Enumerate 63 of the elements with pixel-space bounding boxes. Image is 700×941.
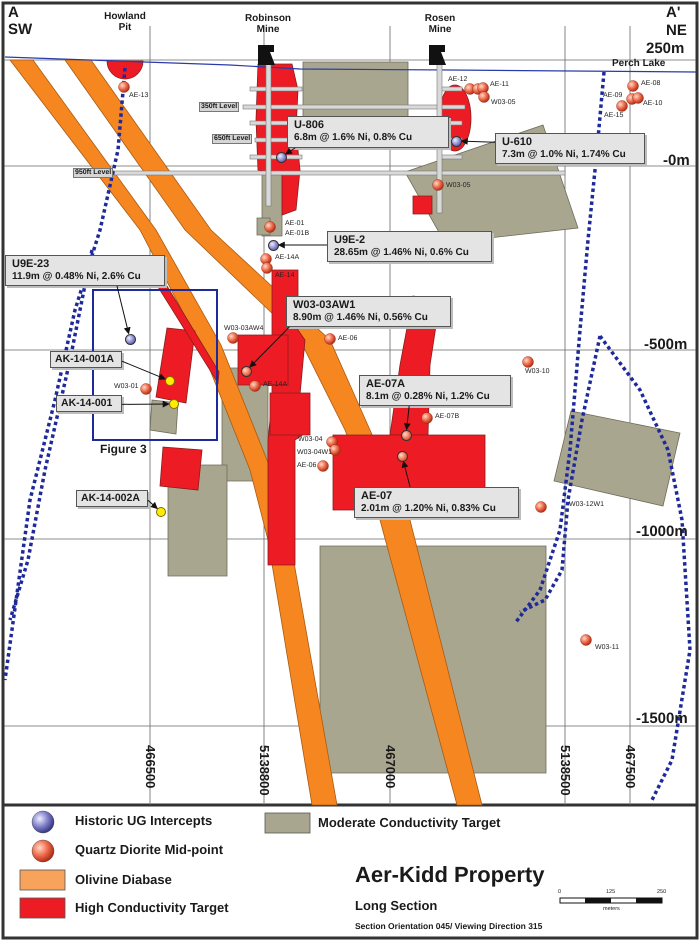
title: Aer-Kidd Property [355, 862, 544, 888]
elevation-label: 250m [646, 40, 684, 57]
section-end-label: NE [666, 22, 687, 39]
callout-heading: AE-07 [361, 490, 392, 503]
callout-heading: U-806 [294, 119, 325, 132]
section-end-label: SW [8, 21, 32, 38]
callout-heading: U-610 [502, 136, 533, 149]
legend-label: Historic UG Intercepts [75, 813, 212, 828]
callout-text: 6.8m @ 1.6% Ni, 0.8% Cu [294, 132, 414, 144]
elevation-label: -1500m [636, 710, 688, 727]
callout-box [5, 255, 165, 286]
site-label: Howland Pit [104, 11, 146, 33]
site-label: Perch Lake [612, 58, 666, 69]
leader-arrow [402, 460, 411, 488]
elevation-label: -0m [663, 152, 690, 169]
easting-label: 467000 [383, 745, 398, 788]
section-end-label: A' [666, 4, 680, 21]
leader-arrow [148, 500, 158, 510]
callout-box [327, 231, 492, 262]
historic-intercept-point [124, 334, 136, 344]
callout-box [287, 116, 449, 148]
callout-box [495, 133, 645, 164]
callout-heading: AE-07A [366, 378, 406, 391]
callout-box: AK-14-001 [56, 395, 122, 412]
callout-box [354, 487, 519, 518]
figure-label: Figure 3 [100, 442, 147, 456]
callout-text: 7.3m @ 1.0% Ni, 1.74% Cu [502, 148, 627, 160]
leader-arrow [116, 286, 131, 334]
caption-text: Section Orientation 045/ Viewing Direction 315 [355, 921, 542, 931]
callout-box [359, 375, 511, 406]
legend-label: Quartz Diorite Mid-point [75, 842, 224, 857]
elevation-label: -1000m [636, 523, 688, 540]
easting-label: 5138800 [257, 745, 272, 796]
leader-arrow [122, 360, 166, 380]
leader-arrow [278, 242, 328, 248]
caption-text: Long Section [355, 898, 438, 913]
callout-box: AK-14-001A [50, 351, 122, 368]
elevation-label: -500m [644, 336, 688, 353]
callout-heading: U9E-23 [12, 258, 50, 271]
site-label: Rosen Mine [424, 13, 456, 35]
callout-text: 2.01m @ 1.20% Ni, 0.83% Cu [361, 502, 497, 514]
legend-label: High Conductivity Target [75, 900, 229, 915]
drill-collar-point [156, 507, 166, 517]
historic-intercept-point [268, 240, 278, 250]
easting-label: 5138500 [558, 745, 573, 796]
callout-box: AK-14-002A [76, 490, 148, 507]
legend-label: Moderate Conductivity Target [318, 815, 501, 830]
easting-label: 466500 [143, 745, 158, 788]
callout-text: 8.90m @ 1.46% Ni, 0.56% Cu [293, 312, 429, 324]
callout-heading: U9E-2 [334, 234, 366, 247]
leader-arrow [285, 148, 296, 155]
callout-text: 8.1m @ 0.28% Ni, 1.2% Cu [366, 390, 491, 402]
easting-label: 467500 [623, 745, 638, 788]
legend-label: Olivine Diabase [75, 872, 172, 887]
callout-text: 28.65m @ 1.46% Ni, 0.6% Cu [334, 246, 470, 258]
callout-heading: W03-03AW1 [293, 299, 356, 312]
site-label: Robinson Mine [244, 13, 292, 35]
leader-arrow [404, 406, 411, 430]
callout-text: 11.9m @ 0.48% Ni, 2.6% Cu [12, 270, 142, 282]
callout-box [286, 296, 451, 327]
section-end-label: A [8, 4, 19, 21]
leader-arrow [460, 138, 496, 145]
leader-arrow [122, 400, 170, 408]
